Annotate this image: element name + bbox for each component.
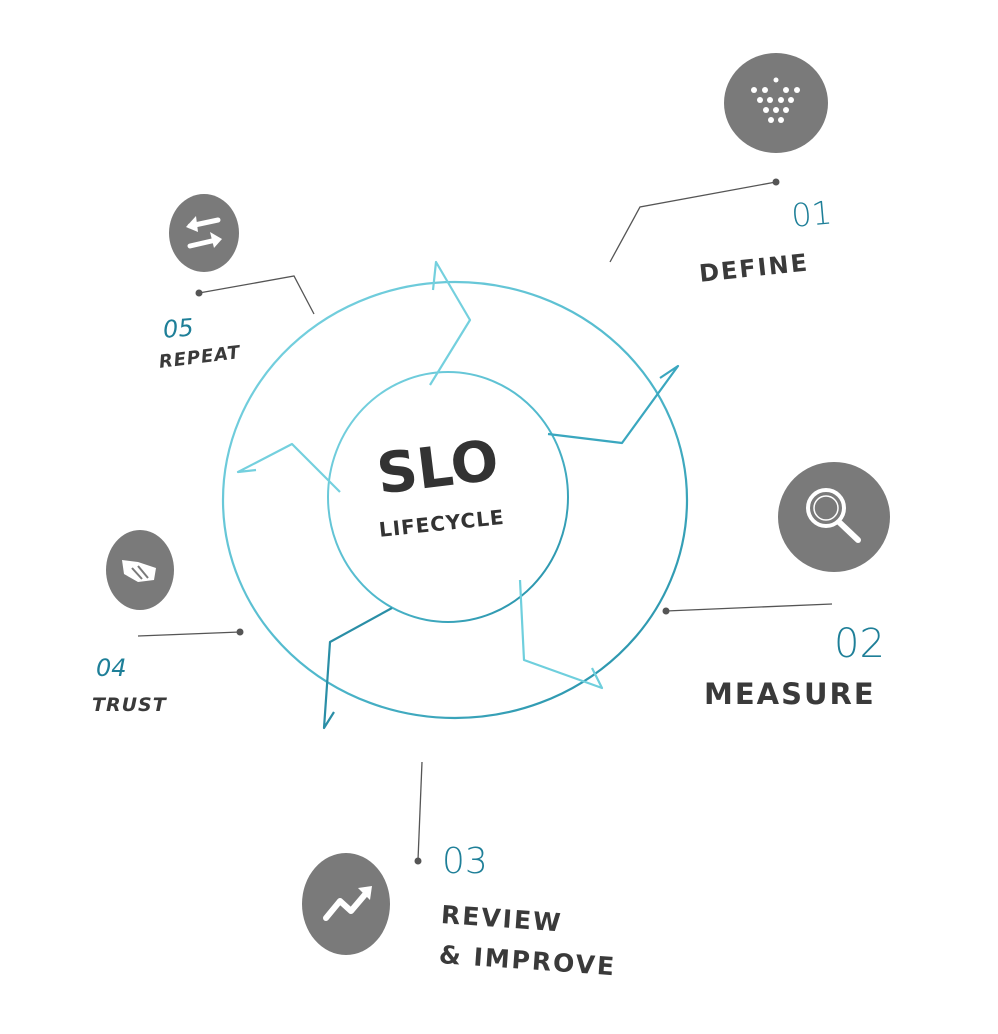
- inner-ring: [327, 371, 569, 623]
- cycle-arrow-top: [429, 260, 472, 386]
- funnel-dots-icon: [724, 53, 828, 153]
- step-01-number: 01: [789, 193, 834, 235]
- cycle-arrow-right: [547, 364, 680, 445]
- handshake-icon: [106, 530, 174, 610]
- center-title: SLO: [373, 428, 503, 508]
- step-02-title: MEASURE: [704, 677, 876, 711]
- leader-dot-04: [236, 628, 244, 636]
- cycle-arrow-bottom-left: [322, 607, 393, 730]
- leader-dot-01: [772, 178, 780, 186]
- step-03-number: 03: [442, 841, 488, 882]
- leader-dot-05: [195, 289, 203, 297]
- leader-line-01: [609, 181, 777, 263]
- leader-dot-02: [662, 607, 670, 615]
- step-04-number: 04: [96, 654, 127, 682]
- leader-line-02: [665, 603, 833, 612]
- swap-arrows-icon: [169, 194, 239, 272]
- trend-up-icon: [302, 853, 390, 955]
- cycle-arrow-left: [236, 442, 341, 493]
- cycle-arrow-bottom-right: [518, 579, 604, 690]
- leader-line-05: [198, 275, 315, 315]
- leader-line-03: [417, 761, 423, 861]
- leader-dot-03: [414, 857, 422, 865]
- leader-line-04: [137, 631, 241, 637]
- step-02-number: 02: [834, 621, 885, 667]
- step-05-number: 05: [161, 313, 195, 344]
- outer-ring: [221, 280, 689, 720]
- magnifier-icon: [778, 462, 890, 572]
- step-04-title: TRUST: [92, 694, 167, 716]
